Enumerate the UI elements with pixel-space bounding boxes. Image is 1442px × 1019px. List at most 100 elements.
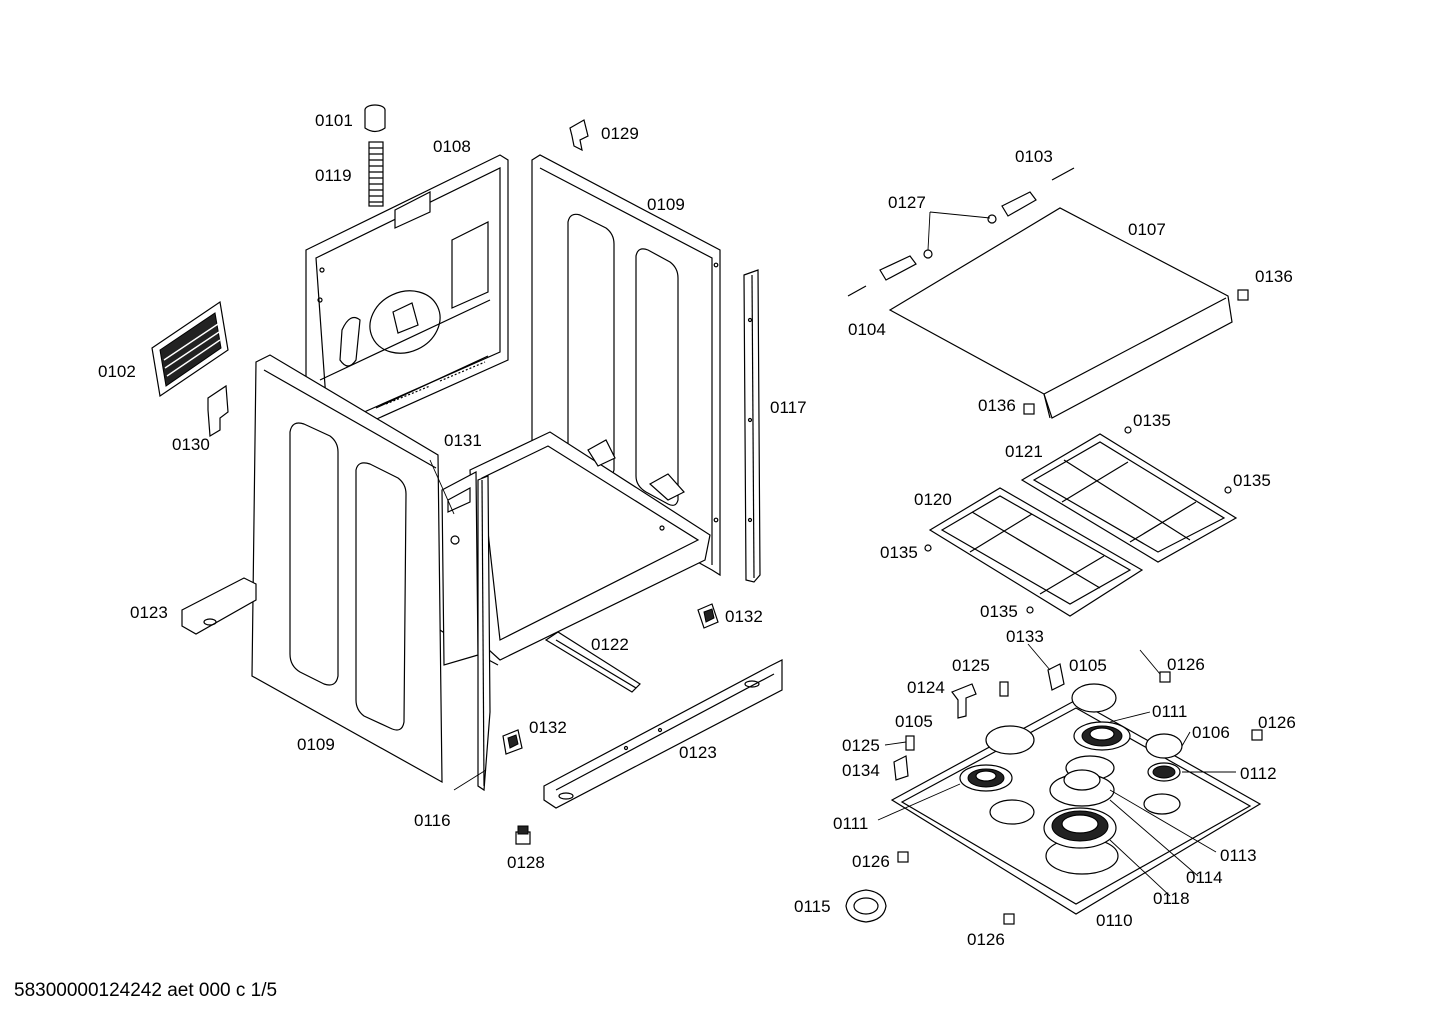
label-p0111a: 0111 bbox=[1152, 702, 1187, 721]
part-0126-clip-b bbox=[1251, 729, 1263, 741]
label-p0133: 0133 bbox=[1006, 627, 1044, 646]
part-0101-cap bbox=[364, 104, 386, 133]
leader-lines bbox=[429, 211, 1236, 897]
part-0136-bumper-b bbox=[1023, 403, 1035, 415]
part-0105-cap-b bbox=[985, 725, 1035, 755]
label-p0126d: 0126 bbox=[967, 930, 1005, 949]
label-p0135d: 0135 bbox=[980, 602, 1018, 621]
document-id: 58300000124242 aet 000 c 1/5 bbox=[14, 980, 278, 1001]
label-p0136b: 0136 bbox=[978, 396, 1016, 415]
part-0104-hinge bbox=[847, 255, 917, 297]
label-p0109a: 0109 bbox=[647, 195, 685, 214]
part-0123-base-rail-left bbox=[181, 577, 257, 635]
part-0119-hose bbox=[368, 141, 384, 207]
label-p0112: 0112 bbox=[1240, 764, 1277, 783]
label-p0116: 0116 bbox=[414, 811, 451, 830]
label-p0130: 0130 bbox=[172, 435, 210, 454]
label-p0127: 0127 bbox=[888, 193, 926, 212]
label-p0113: 0113 bbox=[1220, 846, 1257, 865]
label-p0105b: 0105 bbox=[895, 712, 933, 731]
part-0135-foot-a bbox=[1124, 426, 1132, 434]
part-0126-clip-d bbox=[1003, 913, 1015, 925]
part-0126-clip-a bbox=[1159, 671, 1171, 683]
part-0121-pan-support bbox=[1020, 433, 1238, 563]
label-p0114: 0114 bbox=[1186, 868, 1223, 887]
label-p0104: 0104 bbox=[848, 320, 886, 339]
label-p0106: 0106 bbox=[1192, 723, 1230, 742]
label-p0105a: 0105 bbox=[1069, 656, 1107, 675]
part-0125-clip-a bbox=[999, 681, 1009, 697]
label-p0126a: 0126 bbox=[1167, 655, 1205, 674]
part-0117-rail bbox=[743, 269, 761, 583]
part-0135-foot-b bbox=[1224, 486, 1232, 494]
label-p0110: 0110 bbox=[1096, 911, 1133, 930]
part-0115-wok-ring bbox=[845, 889, 887, 923]
part-0108-back-panel bbox=[305, 154, 509, 441]
label-p0121: 0121 bbox=[1005, 442, 1043, 461]
label-p0101: 0101 bbox=[315, 111, 353, 130]
part-0130-bracket bbox=[207, 384, 229, 438]
label-p0125a: 0125 bbox=[952, 656, 990, 675]
label-p0115: 0115 bbox=[794, 897, 831, 916]
label-p0118: 0118 bbox=[1153, 889, 1190, 908]
label-p0129: 0129 bbox=[601, 124, 639, 143]
label-p0135a: 0135 bbox=[1133, 411, 1171, 430]
label-p0135b: 0135 bbox=[1233, 471, 1271, 490]
label-p0109b: 0109 bbox=[297, 735, 335, 754]
cooktop-assembly bbox=[845, 167, 1263, 925]
part-0129-clip bbox=[569, 119, 589, 152]
part-0118-burner-wok bbox=[1043, 807, 1117, 849]
part-0105-cap-a bbox=[1071, 683, 1117, 713]
label-p0117: 0117 bbox=[770, 398, 807, 417]
label-p0111b: 0111 bbox=[833, 814, 868, 833]
label-p0122: 0122 bbox=[591, 635, 629, 654]
label-p0103: 0103 bbox=[1015, 147, 1053, 166]
part-0111-burner-large bbox=[1073, 721, 1131, 751]
part-0133-clip bbox=[1047, 663, 1065, 691]
part-0134-clip bbox=[893, 755, 909, 781]
label-p0135c: 0135 bbox=[880, 543, 918, 562]
label-p0123b: 0123 bbox=[679, 743, 717, 762]
label-p0108: 0108 bbox=[433, 137, 471, 156]
part-0128-foot bbox=[515, 825, 531, 845]
part-0103-hinge bbox=[1001, 167, 1075, 217]
part-0135-foot-d bbox=[1026, 606, 1034, 614]
part-0106-cap bbox=[1145, 733, 1183, 759]
label-p0131: 0131 bbox=[444, 431, 482, 450]
label-p0124: 0124 bbox=[907, 678, 945, 697]
label-p0102: 0102 bbox=[98, 362, 136, 381]
label-p0134: 0134 bbox=[842, 761, 880, 780]
part-0112-burner-small bbox=[1147, 762, 1181, 782]
label-p0126c: 0126 bbox=[852, 852, 890, 871]
part-0113-cap bbox=[1063, 769, 1101, 791]
oven-body-assembly bbox=[151, 104, 783, 845]
part-0120-pan-support bbox=[928, 487, 1144, 617]
part-0107-lid bbox=[888, 207, 1233, 419]
part-labels: 0101 0119 0108 0129 0109 0102 0130 0131 … bbox=[98, 111, 1296, 949]
label-p0128: 0128 bbox=[507, 853, 545, 872]
part-0116-front-rail bbox=[477, 475, 491, 792]
part-0131-bracket bbox=[441, 471, 479, 666]
part-0132-clip-a bbox=[697, 603, 719, 629]
part-0111-burner-left bbox=[959, 764, 1013, 792]
label-p0132b: 0132 bbox=[529, 718, 567, 737]
part-0126-clip-c bbox=[897, 851, 909, 863]
label-p0107: 0107 bbox=[1128, 220, 1166, 239]
label-p0136a: 0136 bbox=[1255, 267, 1293, 286]
part-0136-bumper-a bbox=[1237, 289, 1249, 301]
label-p0120: 0120 bbox=[914, 490, 952, 509]
part-0102-grille bbox=[151, 300, 229, 398]
label-p0123a: 0123 bbox=[130, 603, 168, 622]
label-p0125b: 0125 bbox=[842, 736, 880, 755]
part-0123-base-rail-right bbox=[543, 659, 783, 809]
part-0135-foot-c bbox=[924, 544, 932, 552]
part-0127-screws bbox=[923, 214, 997, 259]
label-p0119: 0119 bbox=[315, 166, 352, 185]
part-0125-clip-b bbox=[905, 735, 915, 751]
label-p0132a: 0132 bbox=[725, 607, 763, 626]
part-0109-side-panel-left bbox=[251, 354, 443, 784]
part-0124-bracket bbox=[951, 683, 977, 719]
part-0132-clip-b bbox=[502, 729, 523, 755]
label-p0126b: 0126 bbox=[1258, 713, 1296, 732]
